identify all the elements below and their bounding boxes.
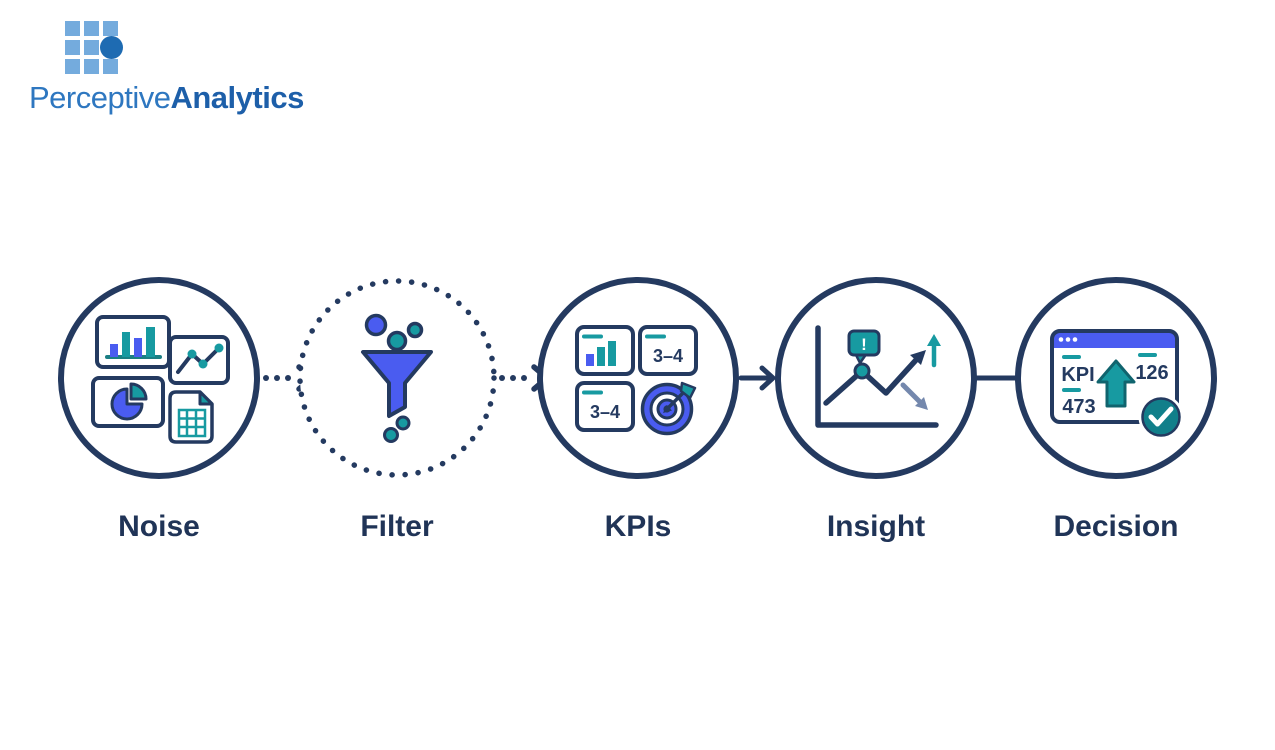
logo-wordmark: PerceptiveAnalytics (29, 80, 304, 116)
stage-label-filter: Filter (360, 510, 434, 543)
dart-tip (663, 405, 672, 413)
up-arrow-icon (927, 334, 941, 368)
stage-label-noise: Noise (118, 510, 200, 543)
filter-bubble-blue (364, 313, 388, 337)
line-chart-card-icon (168, 335, 230, 385)
browser-window-icon: KPI 126 473 (1050, 329, 1179, 424)
browser-dot-3 (1072, 337, 1078, 342)
perceptive-analytics-logo: PerceptiveAnalytics (0, 0, 330, 130)
kpi-label: KPI (1061, 364, 1094, 386)
funnel-icon (361, 313, 433, 443)
stage-label-decision: Decision (1053, 510, 1178, 543)
solid-arrow-connector-3 (738, 365, 776, 391)
kpi-value-bottom: 473 (1062, 396, 1095, 418)
browser-dot-2 (1065, 337, 1071, 342)
kpi-range-value-bottom: 3–4 (590, 402, 620, 422)
stage-decision: KPI 126 473 Decision (1015, 277, 1217, 543)
target-icon (640, 381, 697, 436)
kpi-card-range-bottom-icon: 3–4 (575, 381, 635, 432)
browser-titlebar (1052, 331, 1177, 348)
logo-text-analytics: Analytics (170, 80, 304, 115)
logo-text-perceptive: Perceptive (29, 80, 171, 115)
filter-drop-2 (383, 427, 399, 443)
stage-insight: ! Insight (775, 277, 977, 543)
browser-dot-1 (1058, 337, 1064, 342)
down-arrow-icon (900, 382, 928, 410)
bar-chart-card-icon (95, 315, 171, 369)
pie-chart-card-icon (91, 376, 165, 428)
logo-dot-icon (100, 36, 123, 59)
filter-drop-1 (395, 415, 411, 431)
stage-circle (537, 277, 739, 479)
dart-fletching (679, 381, 697, 400)
filter-bubble-teal (386, 330, 408, 352)
trend-point (853, 362, 871, 380)
logo-grid-icon (65, 21, 118, 74)
stage-kpis: 3–4 3–4 KPIs (537, 277, 739, 543)
kpi-card-range-top-icon: 3–4 (638, 325, 698, 376)
filter-bubble-teal-small (406, 321, 424, 339)
stage-label-insight: Insight (827, 510, 925, 543)
chart-axes (815, 325, 939, 428)
stage-circle (775, 277, 977, 479)
kpi-card-bars-icon (575, 325, 635, 376)
kpi-value-right: 126 (1135, 362, 1168, 384)
trend-chart-icon: ! (815, 325, 941, 428)
stage-noise: Noise (58, 277, 260, 543)
check-badge-icon (1138, 394, 1184, 440)
alert-bubble-icon: ! (847, 329, 881, 365)
trend-arrowhead (910, 350, 926, 365)
stage-filter: Filter (297, 278, 497, 543)
stage-label-kpis: KPIs (605, 510, 672, 543)
kpi-range-value-top: 3–4 (653, 346, 683, 366)
alert-exclamation: ! (861, 335, 867, 354)
big-up-arrow-icon (1096, 359, 1136, 408)
trend-line (823, 357, 919, 406)
spreadsheet-file-icon (168, 390, 214, 444)
